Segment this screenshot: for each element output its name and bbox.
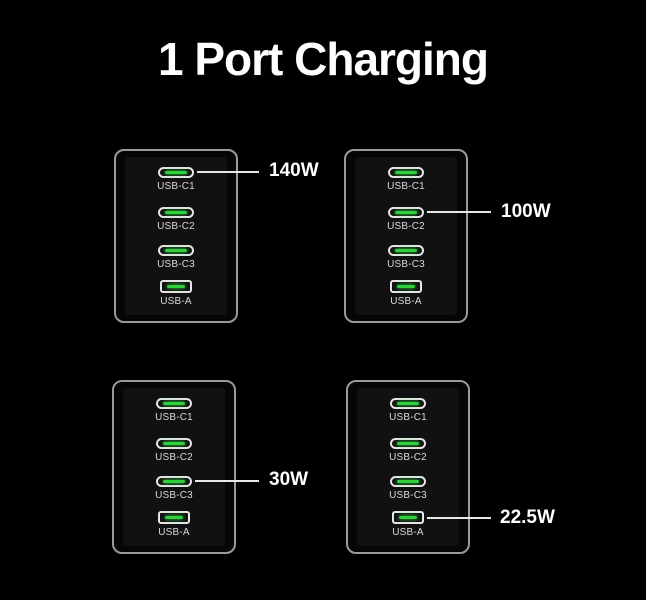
usb-c-port-icon bbox=[388, 245, 424, 256]
led-indicator bbox=[397, 402, 419, 405]
port-label: USB-A bbox=[158, 527, 190, 538]
usb-c-port-icon bbox=[156, 476, 192, 487]
led-indicator bbox=[395, 171, 417, 174]
port-label: USB-C3 bbox=[157, 259, 195, 270]
port-usb-c3: USB-C3 bbox=[154, 476, 194, 501]
port-usb-c3: USB-C3 bbox=[156, 245, 196, 270]
callout-line bbox=[427, 517, 491, 519]
usb-a-port-icon bbox=[390, 280, 422, 293]
port-label: USB-C3 bbox=[387, 259, 425, 270]
port-usb-c1: USB-C1 bbox=[154, 398, 194, 423]
port-label: USB-C1 bbox=[155, 412, 193, 423]
callout-line bbox=[197, 171, 259, 173]
power-label: 30W bbox=[269, 469, 309, 490]
port-usb-a: USB-A bbox=[386, 280, 426, 307]
port-usb-c1: USB-C1 bbox=[386, 167, 426, 192]
charger-3: USB-C1 USB-C2 USB-C3 USB-A bbox=[112, 380, 236, 554]
port-label: USB-A bbox=[390, 296, 422, 307]
power-label: 100W bbox=[501, 201, 551, 222]
callout-line bbox=[195, 480, 259, 482]
port-label: USB-C1 bbox=[389, 412, 427, 423]
led-indicator bbox=[163, 402, 185, 405]
led-indicator bbox=[397, 442, 419, 445]
port-label: USB-C2 bbox=[155, 452, 193, 463]
port-label: USB-C1 bbox=[387, 181, 425, 192]
led-indicator bbox=[165, 211, 187, 214]
port-label: USB-C2 bbox=[387, 221, 425, 232]
port-label: USB-A bbox=[392, 527, 424, 538]
callout-line bbox=[427, 211, 491, 213]
usb-c-port-icon bbox=[156, 438, 192, 449]
port-usb-c3: USB-C3 bbox=[388, 476, 428, 501]
usb-c-port-icon bbox=[390, 398, 426, 409]
usb-a-port-icon bbox=[158, 511, 190, 524]
charger-1: USB-C1 USB-C2 USB-C3 USB-A bbox=[114, 149, 238, 323]
port-label: USB-A bbox=[160, 296, 192, 307]
port-usb-a: USB-A bbox=[388, 511, 428, 538]
port-label: USB-C1 bbox=[157, 181, 195, 192]
usb-c-port-icon bbox=[158, 245, 194, 256]
led-indicator bbox=[399, 516, 417, 519]
usb-a-port-icon bbox=[160, 280, 192, 293]
port-label: USB-C2 bbox=[157, 221, 195, 232]
usb-c-port-icon bbox=[388, 167, 424, 178]
led-indicator bbox=[165, 516, 183, 519]
led-indicator bbox=[167, 285, 185, 288]
usb-a-port-icon bbox=[392, 511, 424, 524]
port-usb-a: USB-A bbox=[154, 511, 194, 538]
led-indicator bbox=[395, 211, 417, 214]
port-label: USB-C3 bbox=[389, 490, 427, 501]
port-usb-c2: USB-C2 bbox=[156, 207, 196, 232]
port-label: USB-C2 bbox=[389, 452, 427, 463]
usb-c-port-icon bbox=[156, 398, 192, 409]
led-indicator bbox=[165, 249, 187, 252]
usb-c-port-icon bbox=[158, 207, 194, 218]
port-usb-a: USB-A bbox=[156, 280, 196, 307]
port-usb-c3: USB-C3 bbox=[386, 245, 426, 270]
port-usb-c2: USB-C2 bbox=[386, 207, 426, 232]
charger-4: USB-C1 USB-C2 USB-C3 USB-A bbox=[346, 380, 470, 554]
usb-c-port-icon bbox=[388, 207, 424, 218]
charger-2: USB-C1 USB-C2 USB-C3 USB-A bbox=[344, 149, 468, 323]
port-usb-c2: USB-C2 bbox=[388, 438, 428, 463]
page-title: 1 Port Charging bbox=[157, 33, 489, 85]
usb-c-port-icon bbox=[390, 438, 426, 449]
led-indicator bbox=[397, 285, 415, 288]
led-indicator bbox=[397, 480, 419, 483]
port-usb-c1: USB-C1 bbox=[156, 167, 196, 192]
power-label: 140W bbox=[269, 160, 319, 181]
led-indicator bbox=[395, 249, 417, 252]
led-indicator bbox=[163, 480, 185, 483]
usb-c-port-icon bbox=[158, 167, 194, 178]
led-indicator bbox=[165, 171, 187, 174]
port-label: USB-C3 bbox=[155, 490, 193, 501]
port-usb-c1: USB-C1 bbox=[388, 398, 428, 423]
usb-c-port-icon bbox=[390, 476, 426, 487]
port-usb-c2: USB-C2 bbox=[154, 438, 194, 463]
led-indicator bbox=[163, 442, 185, 445]
power-label: 22.5W bbox=[500, 507, 555, 528]
